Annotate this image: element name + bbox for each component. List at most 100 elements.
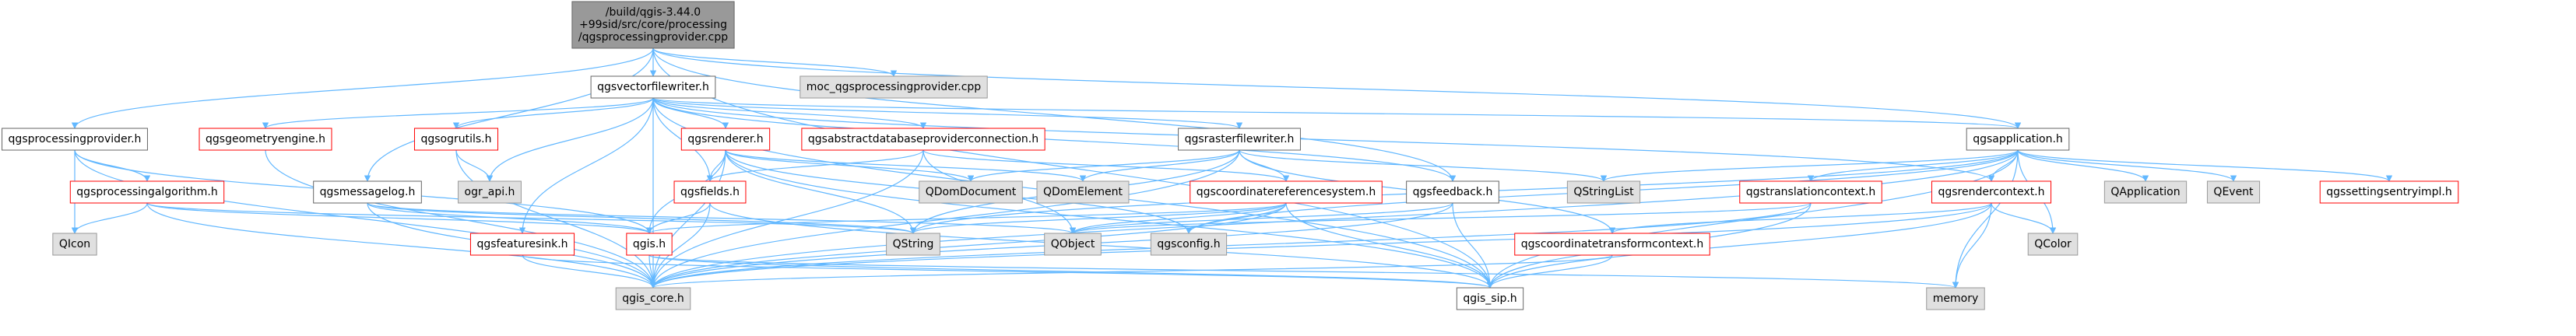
edge-renderer-to-qstring — [725, 149, 917, 234]
edge-rendctx-to-sip — [1486, 202, 1992, 289]
node-ctc-box — [1514, 233, 1710, 256]
dependency-nodes: /build/qgis-3.44.0+99sid/src/core/proces… — [2, 1, 2459, 310]
node-sip-box — [1456, 287, 1524, 310]
node-feedback-label: qgsfeedback.h — [1413, 186, 1493, 198]
node-app-box — [1966, 128, 2070, 151]
node-root-box — [571, 1, 735, 49]
node-crs[interactable]: qgscoordinatereferencesystem.h — [1190, 180, 1383, 204]
node-ograpi-box — [458, 180, 522, 204]
node-sip[interactable]: qgis_sip.h — [1456, 287, 1524, 310]
node-qstringlist-box — [1566, 180, 1641, 204]
edge-rfw-to-qdomdoc — [967, 149, 1240, 182]
node-qstring-label: QString — [893, 238, 934, 250]
node-feedback-box — [1406, 180, 1499, 204]
node-pp[interactable]: qgsprocessingprovider.h — [2, 128, 148, 151]
node-memory: memory — [1926, 287, 1985, 310]
node-crs-label: qgscoordinatereferencesystem.h — [1197, 186, 1376, 198]
node-ogrutils-box — [413, 128, 499, 151]
node-fields-label: qgsfields.h — [680, 186, 740, 198]
node-rendctx-box — [1931, 180, 2052, 204]
node-vfw-box — [590, 75, 716, 99]
node-transctx-box — [1739, 180, 1882, 204]
node-root-label: /qgsprocessingprovider.cpp — [578, 31, 728, 44]
edge-crs-to-qstring — [909, 202, 1287, 234]
edge-app-to-core — [649, 149, 2019, 289]
node-renderer[interactable]: qgsrenderer.h — [680, 128, 771, 151]
node-qstring: QString — [886, 233, 940, 256]
node-memory-box — [1926, 287, 1985, 310]
edge-adpc-to-fields — [706, 149, 924, 182]
node-settings-label: qgssettingsentryimpl.h — [2326, 186, 2452, 198]
edge-transctx-to-core — [650, 202, 1812, 289]
node-pp-box — [2, 128, 148, 151]
node-rendctx[interactable]: qgsrendercontext.h — [1931, 180, 2052, 204]
edge-palg-to-qstring — [146, 202, 916, 234]
node-qobject-label: QObject — [1051, 238, 1095, 250]
edge-vfw-to-ograpi — [486, 97, 654, 182]
node-adpc[interactable]: qgsabstractdatabaseproviderconnection.h — [801, 128, 1046, 151]
node-app-label: qgsapplication.h — [1973, 133, 2063, 145]
edge-pp-to-core — [74, 149, 657, 289]
node-msglog[interactable]: qgsmessagelog.h — [313, 180, 422, 204]
node-ctc-label: qgscoordinatetransformcontext.h — [1521, 238, 1703, 250]
node-renderer-box — [680, 128, 771, 151]
edge-transctx-to-qobject — [1070, 202, 1812, 234]
node-palg-label: qgsprocessingalgorithm.h — [76, 186, 217, 198]
node-settings[interactable]: qgssettingsentryimpl.h — [2319, 180, 2459, 204]
edge-qgis-to-memory — [648, 254, 1959, 289]
node-qgis-box — [626, 233, 673, 256]
edge-root-to-app — [652, 47, 2021, 129]
edge-palg-to-core — [146, 202, 657, 289]
node-ogrutils-label: qgsogrutils.h — [420, 133, 491, 145]
node-msglog-label: qgsmessagelog.h — [320, 186, 416, 198]
edge-rendctx-to-core — [650, 202, 1992, 289]
edge-featsink-to-core — [522, 254, 657, 289]
edge-renderer-to-qdomel — [725, 149, 1087, 182]
node-qgsconfig-box — [1150, 233, 1228, 256]
node-ograpi: ogr_api.h — [458, 180, 522, 204]
node-rfw-label: qgsrasterfilewriter.h — [1185, 133, 1295, 145]
edge-app-to-settings — [2017, 149, 2393, 182]
node-moc: moc_qgsprocessingprovider.cpp — [800, 75, 988, 99]
node-qgis[interactable]: qgis.h — [626, 233, 673, 256]
edge-renderer-to-sip — [725, 149, 1494, 289]
node-root[interactable]: /build/qgis-3.44.0+99sid/src/core/proces… — [571, 1, 735, 49]
edge-msglog-to-qgis — [367, 202, 653, 234]
node-palg[interactable]: qgsprocessingalgorithm.h — [69, 180, 225, 204]
node-app[interactable]: qgsapplication.h — [1966, 128, 2070, 151]
node-feedback[interactable]: qgsfeedback.h — [1406, 180, 1499, 204]
node-featsink[interactable]: qgsfeaturesink.h — [469, 233, 575, 256]
node-core-label: qgis_core.h — [622, 292, 684, 305]
node-fields[interactable]: qgsfields.h — [673, 180, 747, 204]
node-memory-label: memory — [1933, 292, 1979, 305]
node-fields-box — [673, 180, 747, 204]
node-rfw-box — [1178, 128, 1301, 151]
node-pp-label: qgsprocessingprovider.h — [9, 133, 142, 145]
edge-ctc-to-core — [650, 254, 1613, 289]
node-ctc[interactable]: qgscoordinatetransformcontext.h — [1514, 233, 1710, 256]
node-vfw-label: qgsvectorfilewriter.h — [597, 81, 709, 93]
node-ogrutils[interactable]: qgsogrutils.h — [413, 128, 499, 151]
edge-rendctx-to-memory — [1952, 202, 1992, 289]
edge-featsink-to-sip — [522, 254, 1493, 289]
edge-root-to-feedback — [652, 47, 1457, 182]
node-renderer-label: qgsrenderer.h — [687, 133, 763, 145]
edge-qgis-to-core — [648, 254, 657, 289]
edge-rendctx-to-qcolor — [1991, 202, 2057, 234]
node-qevent-label: QEvent — [2213, 186, 2254, 198]
node-qdomel: QDomElement — [1036, 180, 1130, 204]
node-moc-label: moc_qgsprocessingprovider.cpp — [807, 81, 981, 93]
node-core-box — [615, 287, 691, 310]
edge-vfw-to-app — [652, 97, 2021, 129]
node-qcolor: QColor — [2027, 233, 2079, 256]
node-geomeng-box — [199, 128, 332, 151]
dependency-edges — [71, 47, 2393, 289]
node-rfw[interactable]: qgsrasterfilewriter.h — [1178, 128, 1301, 151]
node-root-label: +99sid/src/core/processing — [579, 19, 727, 31]
node-vfw[interactable]: qgsvectorfilewriter.h — [590, 75, 716, 99]
edge-palg-to-qgis — [146, 202, 652, 234]
node-qobject-box — [1044, 233, 1102, 256]
node-transctx[interactable]: qgstranslationcontext.h — [1739, 180, 1882, 204]
node-geomeng[interactable]: qgsgeometryengine.h — [199, 128, 332, 151]
